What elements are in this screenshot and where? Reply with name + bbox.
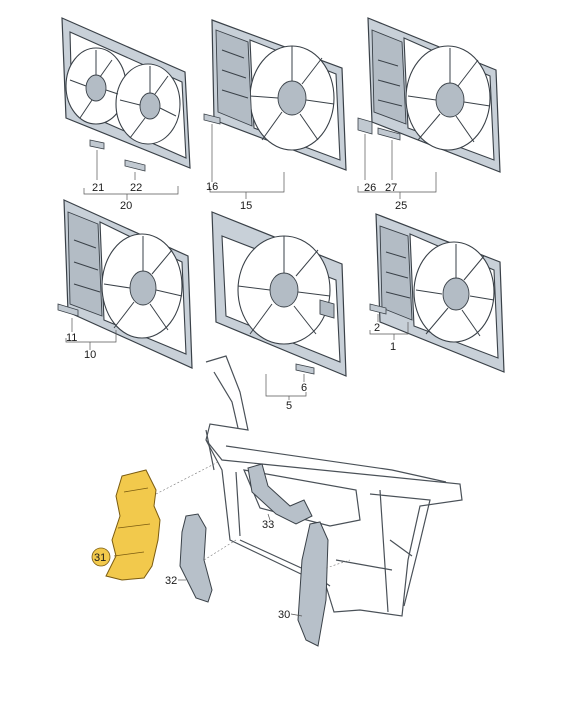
callout-6: 6	[301, 382, 307, 394]
callout-20: 20	[120, 200, 132, 212]
seal-strip-16[interactable]	[203, 113, 221, 125]
fan-shroud-5[interactable]	[211, 211, 347, 377]
seal-strip-11[interactable]	[57, 303, 79, 317]
fan-shroud-twin-20[interactable]	[61, 17, 191, 169]
seal-strip-6[interactable]	[295, 363, 315, 375]
air-guide-31[interactable]	[105, 469, 161, 581]
callout-5: 5	[286, 400, 292, 412]
callout-31: 31	[94, 552, 106, 564]
callout-2: 2	[374, 322, 380, 334]
callout-33: 33	[262, 519, 274, 531]
seal-strip-21[interactable]	[89, 139, 105, 150]
callout-11: 11	[66, 332, 77, 344]
callout-22: 22	[130, 182, 142, 194]
callout-16: 16	[206, 181, 218, 193]
callout-10: 10	[84, 349, 96, 361]
seal-strip-27[interactable]	[377, 127, 401, 141]
callout-25: 25	[395, 200, 407, 212]
fan-shroud-15[interactable]	[211, 19, 347, 171]
callout-32: 32	[165, 575, 177, 587]
seal-strip-22[interactable]	[124, 159, 146, 172]
callout-26: 26	[364, 182, 376, 194]
lock-carrier[interactable]	[205, 355, 463, 617]
bracket-33[interactable]	[247, 463, 313, 525]
air-guide-32[interactable]	[179, 513, 213, 603]
fan-shroud-25[interactable]	[367, 17, 501, 173]
callout-21: 21	[92, 182, 104, 194]
air-guide-30[interactable]	[297, 521, 329, 647]
seal-strip-26[interactable]	[357, 117, 373, 135]
callout-30: 30	[278, 609, 290, 621]
seal-strip-2[interactable]	[369, 303, 387, 315]
callout-1: 1	[390, 341, 396, 353]
fan-shroud-10[interactable]	[63, 199, 193, 369]
callout-27: 27	[385, 182, 397, 194]
callout-15: 15	[240, 200, 252, 212]
callout-31-marker	[91, 547, 111, 567]
